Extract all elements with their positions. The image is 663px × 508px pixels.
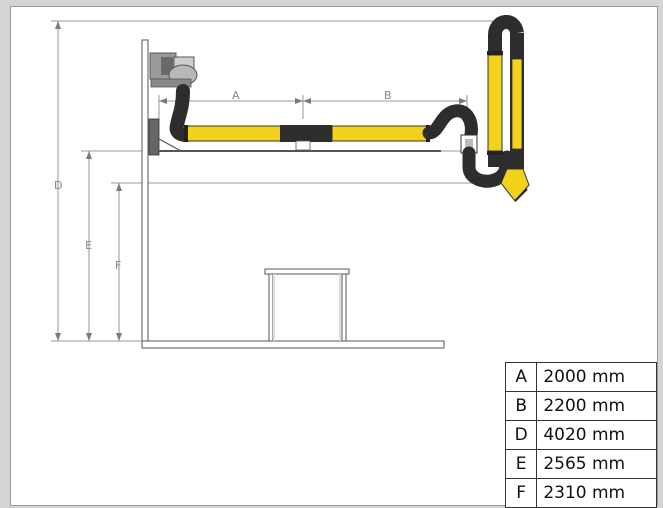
dimension-value: 4020 mm [536, 420, 657, 450]
lower-u-hose [462, 146, 514, 188]
vertical-arm [487, 15, 524, 169]
dimension-label-f: F [115, 259, 121, 272]
dimension-label-d: D [54, 179, 62, 192]
work-table [264, 268, 350, 342]
dimension-letter: E [504, 449, 538, 479]
wall-frame [141, 39, 445, 349]
arm-elbow-hose [422, 104, 478, 142]
table-row: A 2000 mm [504, 362, 657, 392]
dimension-letter: A [504, 362, 538, 392]
wall-bracket [148, 118, 441, 156]
drawing-sheet: A B D E F [10, 6, 658, 508]
dimension-lines [51, 20, 523, 342]
dimension-label-e: E [85, 239, 92, 252]
dimension-letter: D [504, 420, 538, 450]
extraction-hood [500, 168, 530, 202]
fan-unit [149, 52, 198, 88]
extraction-arm-diagram: A B D E F [51, 15, 530, 349]
dimension-arrows [55, 21, 467, 341]
table-row: F 2310 mm [504, 478, 657, 508]
dimension-value: 2565 mm [536, 449, 657, 479]
fan-hose [169, 84, 194, 142]
table-row: B 2200 mm [504, 391, 657, 421]
dimension-label-b: B [384, 89, 392, 102]
dimension-table: A 2000 mm B 2200 mm D 4020 mm E 2565 mm … [504, 362, 657, 508]
table-row: E 2565 mm [504, 449, 657, 479]
table-row: D 4020 mm [504, 420, 657, 450]
dimension-value: 2000 mm [536, 362, 657, 392]
dimension-value: 2310 mm [536, 478, 657, 508]
horizontal-arm [184, 125, 430, 151]
dimension-letter: B [504, 391, 538, 421]
dimension-letter: F [504, 478, 538, 508]
dimension-value: 2200 mm [536, 391, 657, 421]
dimension-label-a: A [232, 89, 240, 102]
